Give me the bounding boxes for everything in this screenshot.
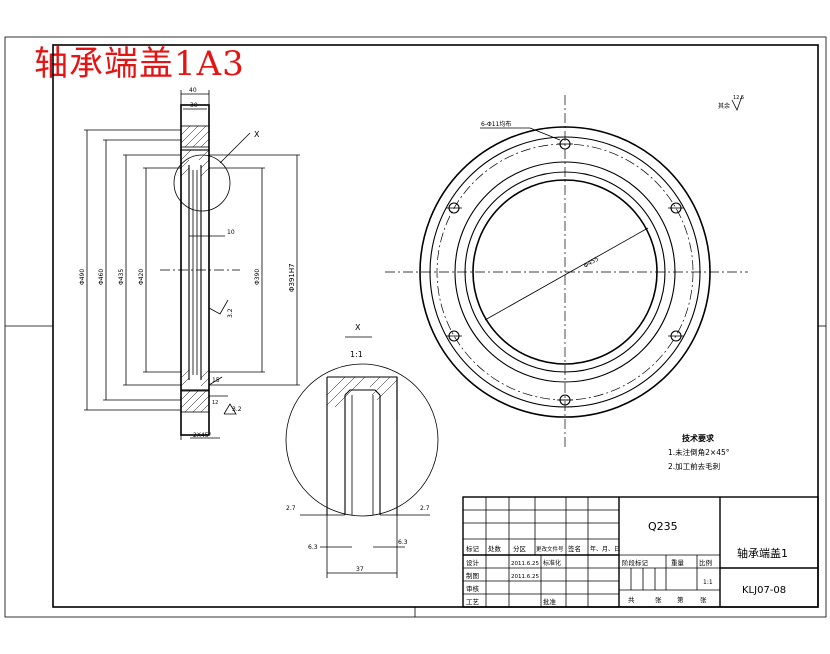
- dim-d420: Φ420: [138, 269, 145, 285]
- tb-weight-label: 重量: [671, 559, 685, 567]
- tb-sheet-no: 第: [677, 595, 684, 604]
- dim-30: 30: [190, 102, 198, 109]
- tb-header-count: 处数: [488, 544, 502, 553]
- tb-header-mark: 标记: [466, 544, 480, 553]
- tech-line-1: 1.未注倒角2×45°: [668, 447, 730, 457]
- dim-d390: Φ390: [254, 269, 261, 285]
- dim-10: 10: [227, 229, 235, 236]
- tb-header-date: 年、月、日: [590, 545, 620, 553]
- detail-dim-63a: 6.3: [308, 544, 318, 551]
- dim-d455: Φ455: [583, 255, 601, 269]
- tb-sheet-label2: 张: [700, 595, 707, 604]
- title-block: 标记 处数 分区 更改文件号 签名 年、月、日 设计 2011.6.25 标准化…: [462, 496, 819, 608]
- tb-draw-date: 2011.6.25: [511, 574, 539, 580]
- holes-note: 6-Φ11均布: [481, 120, 511, 128]
- tb-material: Q235: [648, 520, 678, 533]
- roughness-other-value: 12.5: [733, 95, 744, 101]
- dim-40: 40: [189, 87, 197, 94]
- detail-label: X: [355, 323, 361, 332]
- dim-d391: Φ391H7: [288, 263, 296, 292]
- tb-code: KLJ07-08: [742, 585, 786, 596]
- detail-dim-37: 37: [356, 566, 364, 573]
- dim-12: 12: [212, 400, 218, 406]
- tb-draw-label: 制图: [466, 571, 479, 580]
- tb-design-label: 设计: [466, 558, 480, 567]
- tb-part-name: 轴承端盖1: [737, 546, 788, 560]
- tb-sheet-label: 张: [655, 595, 662, 604]
- detail-ref-label: X: [254, 130, 260, 139]
- detail-dim-27a: 2.7: [286, 505, 296, 512]
- tb-header-sign: 签名: [568, 544, 581, 553]
- detail-scale: 1:1: [350, 350, 363, 359]
- drawing-title: 轴承端盖1A3: [34, 44, 245, 84]
- roughness-32: 3.2: [227, 308, 234, 318]
- detail-dim-63b: 6.3: [398, 539, 408, 546]
- dim-15: 15: [212, 377, 220, 384]
- angle-note: 2X45°: [193, 432, 212, 439]
- tb-header-doc: 更改文件号: [536, 545, 564, 553]
- tech-line-2: 2.加工前去毛刺: [668, 461, 720, 471]
- tb-approve-label: 批准: [543, 597, 557, 606]
- bolt-holes: [446, 138, 684, 406]
- outer-border: [4, 36, 827, 618]
- tb-design-date: 2011.6.25: [511, 561, 539, 567]
- roughness-other: 其余: [718, 102, 730, 110]
- detail-dim-27b: 2.7: [420, 505, 430, 512]
- dim-d460: Φ460: [98, 269, 105, 285]
- tb-scale-label: 比例: [699, 558, 712, 567]
- tech-requirements: 技术要求 1.未注倒角2×45° 2.加工前去毛刺: [668, 433, 730, 471]
- dim-d490: Φ490: [79, 269, 86, 285]
- tb-process-label: 工艺: [466, 598, 480, 606]
- detail-view: X 1:1 2.7 2.7 6.3 6.3 37: [285, 323, 439, 578]
- tb-scale-value: 1:1: [703, 579, 713, 586]
- front-view: Φ455 6-Φ11均布 其余 12.5: [385, 95, 748, 450]
- inner-border: [52, 44, 819, 608]
- tb-stage-label: 阶段标记: [622, 558, 649, 567]
- tb-check-label: 审核: [466, 584, 480, 593]
- section-view: X 40 30 Φ490 Φ460 Φ435 Φ420 Φ390 Φ391H7: [79, 87, 300, 440]
- roughness-32b: 3.2: [232, 406, 242, 413]
- tb-std-label: 标准化: [543, 559, 561, 567]
- dim-d435: Φ435: [118, 269, 125, 285]
- tech-heading: 技术要求: [682, 433, 715, 443]
- tb-header-zone: 分区: [513, 544, 527, 553]
- tb-sheet-total: 共: [628, 595, 635, 604]
